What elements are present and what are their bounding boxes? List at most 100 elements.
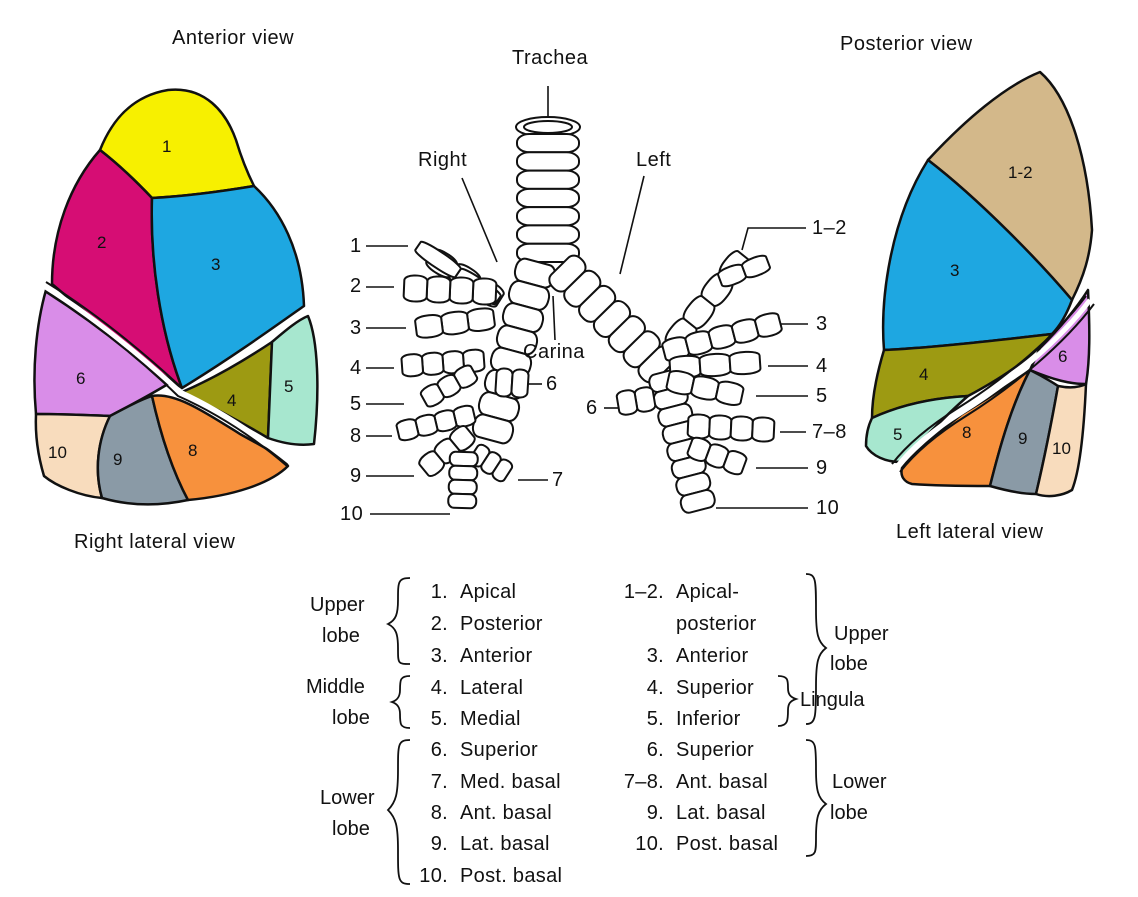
- posterior-view-label: Posterior view: [840, 33, 973, 55]
- right-bronchus-numbers: 1 2 3 4 5 6 7 8 9 10: [340, 235, 564, 525]
- segmental-bronchus-ring: [741, 254, 771, 279]
- left-seg-label: 6: [1058, 347, 1067, 366]
- segmental-bronchus-ring: [698, 352, 732, 378]
- right-bronchus-num: 10: [340, 503, 363, 525]
- key-right-item-number: 2.: [431, 613, 448, 635]
- right-segment-anterior: [150, 184, 306, 390]
- key-left-braces: [777, 573, 828, 857]
- key-right-item-name: Post. basal: [460, 865, 562, 887]
- trachea-ring: [516, 187, 580, 209]
- segmental-bronchus-ring: [418, 450, 446, 478]
- right-segmental-bronchi: [395, 240, 530, 510]
- right-seg-label: 8: [188, 441, 197, 460]
- right-bronchus-num: 9: [350, 465, 362, 487]
- key-right-lower-label: Lower: [320, 787, 375, 809]
- key-left-upper-label: lobe: [830, 653, 868, 675]
- right-bronchus-num: 3: [350, 317, 362, 339]
- right-label: Right: [418, 149, 467, 171]
- key-right-upper-label: lobe: [322, 625, 360, 647]
- left-label: Left: [636, 149, 671, 171]
- key-left-item-name: Post. basal: [676, 833, 778, 855]
- left-bronchus-num: 6: [586, 397, 598, 419]
- key-right-item-name: Ant. basal: [460, 802, 552, 824]
- right-seg-label: 4: [227, 391, 236, 410]
- key-right-item-number: 1.: [431, 581, 448, 603]
- right-bronchus-num: 8: [350, 425, 362, 447]
- left-seg-label: 3: [950, 261, 959, 280]
- key-right-item-number: 5.: [431, 708, 448, 730]
- key-left-item-number: 4.: [647, 677, 664, 699]
- key-left-item-name: posterior: [676, 613, 757, 635]
- key-right-item-name: Medial: [460, 708, 521, 730]
- segmental-bronchus-ring: [466, 307, 496, 332]
- key-left-item-number: 7–8.: [624, 771, 664, 793]
- left-segment-post-basal: [1034, 382, 1088, 498]
- trachea-ring: [515, 132, 580, 154]
- segment-key: Upper lobe Middle lobe Lower lobe 1.Apic…: [306, 573, 889, 887]
- left-seg-label: 4: [919, 365, 928, 384]
- left-lateral-view-label: Left lateral view: [896, 521, 1044, 543]
- right-bronchus-num: 4: [350, 357, 362, 379]
- trachea-lumen: [523, 120, 573, 134]
- left-bronchus-num: 10: [816, 497, 839, 519]
- segmental-bronchus-ring: [728, 350, 762, 376]
- trachea-rings: [515, 132, 580, 263]
- key-left-item-name: Anterior: [676, 645, 748, 667]
- key-right-item-name: Posterior: [460, 613, 543, 635]
- trachea-ring: [516, 206, 580, 227]
- key-left-item-number: 5.: [647, 708, 664, 730]
- key-right-item-name: Superior: [460, 739, 538, 761]
- key-right-item-number: 4.: [431, 677, 448, 699]
- segmental-bronchus-ring: [419, 383, 445, 408]
- key-left-lower-label: Lower: [832, 771, 887, 793]
- left-bronchus-num: 1–2: [812, 217, 847, 239]
- key-right-item-name: Lat. basal: [460, 833, 550, 855]
- segmental-bronchus-ring: [400, 353, 424, 378]
- key-right-middle-label: lobe: [332, 707, 370, 729]
- right-lateral-view-label: Right lateral view: [74, 531, 235, 553]
- segmental-bronchus-ring: [729, 415, 754, 442]
- left-segmental-bronchi: [615, 250, 783, 476]
- segmental-bronchus-ring: [722, 450, 748, 476]
- right-segment-medial: [266, 314, 319, 446]
- segmental-bronchus-ring: [447, 478, 478, 496]
- right-bronchus-num: 6: [546, 373, 558, 395]
- segmental-bronchus-ring: [414, 314, 444, 339]
- segmental-bronchus-ring: [471, 277, 498, 306]
- segmental-bronchus-ring: [414, 240, 462, 279]
- key-left-items: 1–2.Apical-posterior3.Anterior4.Superior…: [624, 581, 778, 855]
- right-seg-label: 9: [113, 450, 122, 469]
- key-right-item-name: Apical: [460, 581, 516, 603]
- key-left-lower-label: lobe: [830, 802, 868, 824]
- right-lung-segment-labels: 1 2 3 4 5 6 8 9 10: [48, 137, 293, 469]
- trachea-label: Trachea: [512, 47, 589, 69]
- key-right-lower-label: lobe: [332, 818, 370, 840]
- key-left-item-name: Superior: [676, 677, 754, 699]
- left-seg-label: 5: [893, 425, 902, 444]
- right-bronchus-num: 7: [552, 469, 564, 491]
- trachea-ring: [516, 242, 580, 263]
- segmental-bronchus-ring: [751, 416, 776, 443]
- trachea-ring: [516, 151, 580, 172]
- right-bronchus-num: 1: [350, 235, 362, 257]
- left-seg-label: 10: [1052, 439, 1071, 458]
- trachea-ring: [516, 224, 580, 245]
- segmental-bronchus-ring: [494, 367, 514, 398]
- left-bronchus-numbers: 1–2 3 4 5 6 7–8 9 10: [586, 217, 847, 519]
- key-right-middle-label: Middle: [306, 676, 365, 698]
- right-seg-label: 5: [284, 377, 293, 396]
- left-lung-segment-labels: 1-2 3 4 5 6 8 9 10: [893, 163, 1071, 458]
- left-seg-label: 1-2: [1008, 163, 1033, 182]
- segmental-bronchus-ring: [448, 450, 479, 468]
- carina-label: Carina: [523, 341, 585, 363]
- key-left-item-number: 3.: [647, 645, 664, 667]
- left-bronchus-num: 3: [816, 313, 828, 335]
- segmental-bronchus-ring: [714, 380, 745, 406]
- key-right-items: 1.Apical2.Posterior3.Anterior4.Lateral5.…: [419, 581, 562, 887]
- left-bronchus-num: 5: [816, 385, 828, 407]
- trachea-ring: [516, 169, 580, 190]
- segmental-bronchus-ring: [754, 312, 783, 338]
- segmental-bronchus-ring: [425, 275, 452, 304]
- segmental-bronchus-ring: [448, 276, 475, 305]
